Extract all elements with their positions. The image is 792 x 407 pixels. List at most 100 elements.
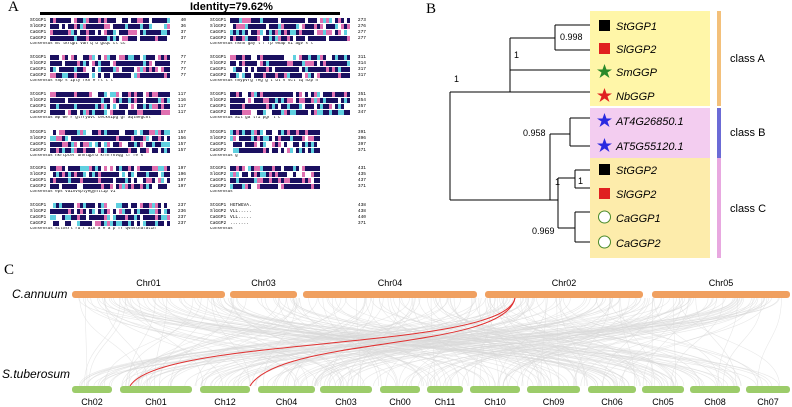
sequence-position: 277 (357, 30, 366, 36)
chromosome-ch00 (380, 386, 420, 393)
panel-a-label: A (8, 0, 19, 15)
sequence-position: 77 (180, 55, 186, 61)
sequence-residues (50, 184, 170, 190)
synteny-link (154, 297, 167, 387)
synteny-link (486, 297, 648, 387)
alignment-row: CaGGP2 157 (30, 148, 190, 154)
synteny-link (559, 297, 638, 387)
sequence-residues (50, 142, 170, 148)
chromosome-ch11 (427, 386, 463, 393)
synteny-link (83, 297, 121, 387)
sequence-position: 157 (177, 142, 186, 148)
sequence-position: 438 (357, 203, 366, 209)
chromosome-ch04 (258, 386, 315, 393)
chromosome-label: Ch03 (335, 397, 357, 407)
sequence-name: StGGP1 (30, 92, 47, 98)
synteny-link (418, 297, 551, 387)
chromosome-ch09 (527, 386, 580, 393)
synteny-link (201, 297, 585, 387)
sequence-position: 371 (357, 221, 366, 227)
synteny-link (300, 297, 641, 387)
synteny-link (497, 297, 646, 387)
sequence-name: SlGGP2 (30, 61, 47, 67)
synteny-link (475, 297, 539, 387)
sequence-position: 117 (177, 92, 186, 98)
synteny-link (232, 297, 507, 387)
synteny-link (213, 297, 308, 387)
sequence-position: 197 (177, 166, 186, 172)
consensus-line: Consensus eps vainvsplyegyhllip vi (30, 190, 116, 194)
sequence-residues (50, 55, 170, 61)
identity-bar (40, 12, 340, 15)
sequence-residues (230, 166, 350, 172)
sequence-name: StGGP1 (30, 55, 47, 61)
sequence-name: StGGP1 (30, 203, 47, 209)
sequence-name: CaGGP1 (210, 30, 227, 36)
synteny-link (128, 297, 156, 387)
synteny-link (169, 297, 514, 387)
synteny-link (449, 297, 576, 387)
synteny-link (273, 297, 618, 387)
sequence-position: 40 (180, 18, 186, 24)
sequence-residues (230, 67, 350, 73)
sequence-name: StGGP1 (30, 130, 47, 136)
sequence-name: CaGGP1 (210, 215, 227, 221)
consensus-line: Consensus hkrtptef dhvlqpfd kfnfrkvqg lf… (30, 154, 144, 158)
sequence-name: CaGGP2 (210, 221, 227, 227)
synteny-link (110, 297, 449, 387)
sequence-position: 237 (177, 215, 186, 221)
sequence-residues (50, 67, 170, 73)
sequence-name: StGGP1 (210, 92, 227, 98)
synteny-link (294, 297, 366, 387)
sequence-position: 197 (177, 178, 186, 184)
sequence-residues: HGTWGVA. (230, 203, 350, 208)
synteny-link (208, 297, 769, 387)
synteny-link (365, 297, 447, 387)
panel-b-label: B (426, 1, 437, 17)
sequence-position: 157 (177, 148, 186, 154)
sequence-position: 77 (180, 61, 186, 67)
red-square-icon-2 (599, 188, 610, 199)
sequence-name: StGGP1 (210, 166, 227, 172)
synteny-link (162, 297, 336, 387)
sequence-position: 371 (357, 148, 366, 154)
chromosome-label: Ch02 (81, 397, 103, 407)
bootstrap-5: 1 (555, 177, 560, 187)
green-circle-icon (598, 210, 611, 224)
sequence-position: 440 (357, 215, 366, 221)
panel-c-label: C (4, 262, 15, 278)
sequence-position: 273 (357, 18, 366, 24)
genome-label-top: C.annuum (12, 287, 67, 301)
synteny-link (520, 297, 578, 387)
chromosome-label: Ch09 (543, 397, 565, 407)
sequence-residues (50, 92, 170, 98)
sequence-name: SlGGP2 (30, 172, 47, 178)
synteny-link (717, 297, 738, 387)
chromosome-ch07 (746, 386, 790, 393)
bootstrap-4: 0.958 (523, 128, 546, 138)
synteny-link (435, 297, 685, 387)
synteny-link (575, 297, 611, 387)
synteny-link (527, 297, 588, 387)
sequence-name: CaGGP2 (30, 148, 47, 154)
sequence-residues (50, 110, 170, 116)
alignment-row: StGGP1 117 (30, 92, 190, 98)
sequence-name: CaGGP1 (210, 142, 227, 148)
sequence-residues (50, 18, 170, 24)
